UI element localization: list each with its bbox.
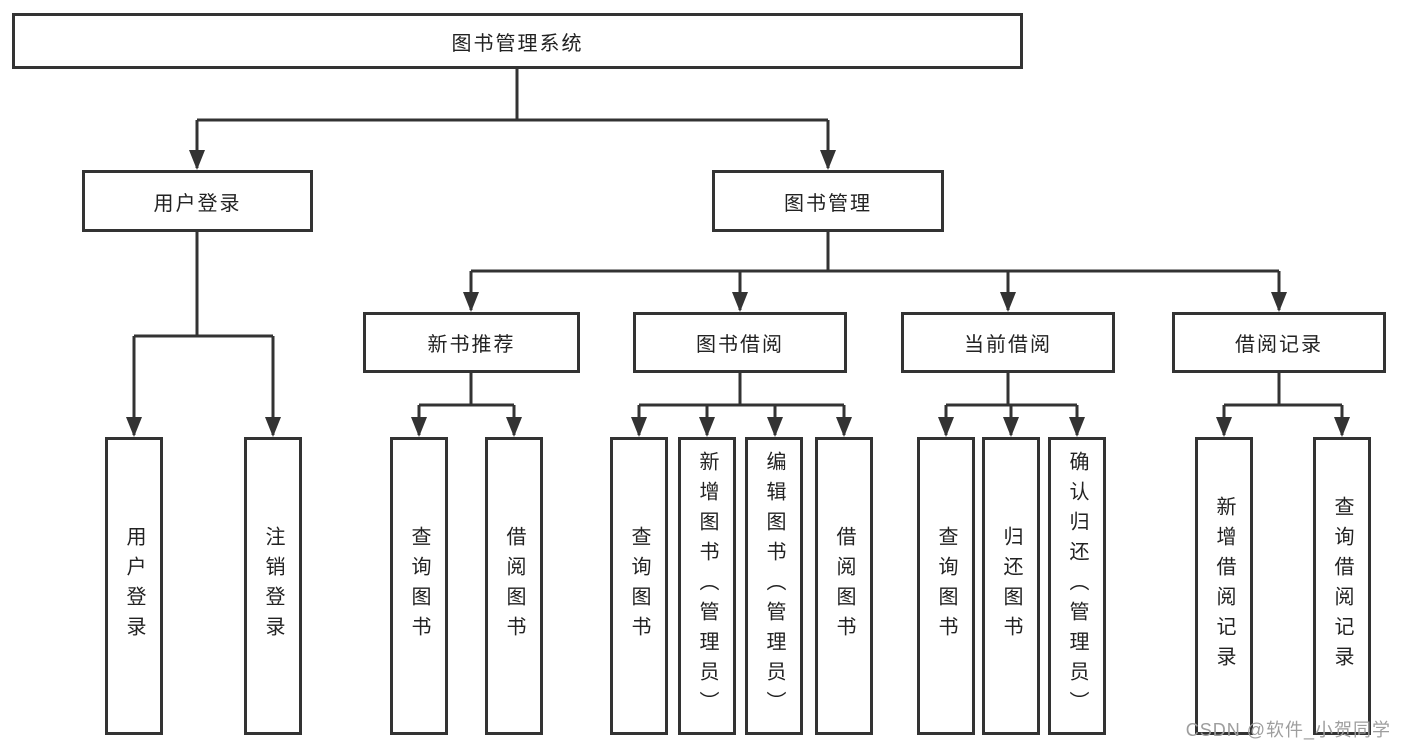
node-label: 图书管理: [784, 192, 872, 215]
leaf-edit-books-admin: 编辑图书（管理员）: [745, 437, 803, 735]
node-label: 当前借阅: [964, 334, 1052, 356]
node-label: 借阅记录: [1235, 334, 1323, 356]
node-label: 图书借阅: [696, 334, 784, 356]
node-label: 查询图书: [408, 526, 430, 646]
node-book-borrow: 图书借阅: [633, 312, 847, 373]
node-borrow-records: 借阅记录: [1172, 312, 1386, 373]
node-book-management: 图书管理: [712, 170, 944, 232]
leaf-return-books: 归还图书: [982, 437, 1040, 735]
node-label: 确认归还（管理员）: [1066, 451, 1088, 721]
leaf-query-books-recommend: 查询图书: [390, 437, 448, 735]
node-library-management-system: 图书管理系统: [12, 13, 1023, 69]
node-label: 新书推荐: [427, 334, 516, 356]
node-label: 查询借阅记录: [1331, 496, 1353, 676]
node-new-book-recommend: 新书推荐: [363, 312, 580, 373]
node-user-login: 用户登录: [82, 170, 313, 232]
leaf-borrow-books-recommend: 借阅图书: [485, 437, 543, 735]
node-label: 借阅图书: [503, 526, 525, 646]
leaf-borrow-books: 借阅图书: [815, 437, 873, 735]
node-label: 用户登录: [123, 526, 145, 646]
node-label: 新增借阅记录: [1213, 496, 1235, 676]
leaf-query-books-current: 查询图书: [917, 437, 975, 735]
node-label: 新增图书（管理员）: [696, 451, 718, 721]
node-label: 借阅图书: [833, 526, 855, 646]
leaf-user-login: 用户登录: [105, 437, 163, 735]
node-label: 归还图书: [1000, 526, 1022, 646]
leaf-logout: 注销登录: [244, 437, 302, 735]
csdn-watermark: CSDN @软件_小贺同学: [1185, 720, 1391, 740]
node-current-borrow: 当前借阅: [901, 312, 1115, 373]
node-label: 图书管理系统: [451, 32, 584, 55]
node-label: 查询图书: [628, 526, 650, 646]
node-label: 注销登录: [262, 526, 284, 646]
leaf-confirm-return-admin: 确认归还（管理员）: [1048, 437, 1106, 735]
leaf-query-books-borrow: 查询图书: [610, 437, 668, 735]
node-label: 查询图书: [935, 526, 957, 646]
leaf-add-borrow-record: 新增借阅记录: [1195, 437, 1253, 735]
leaf-add-books-admin: 新增图书（管理员）: [678, 437, 736, 735]
node-label: 用户登录: [153, 192, 242, 215]
leaf-query-borrow-record: 查询借阅记录: [1313, 437, 1371, 735]
node-label: 编辑图书（管理员）: [763, 451, 785, 721]
